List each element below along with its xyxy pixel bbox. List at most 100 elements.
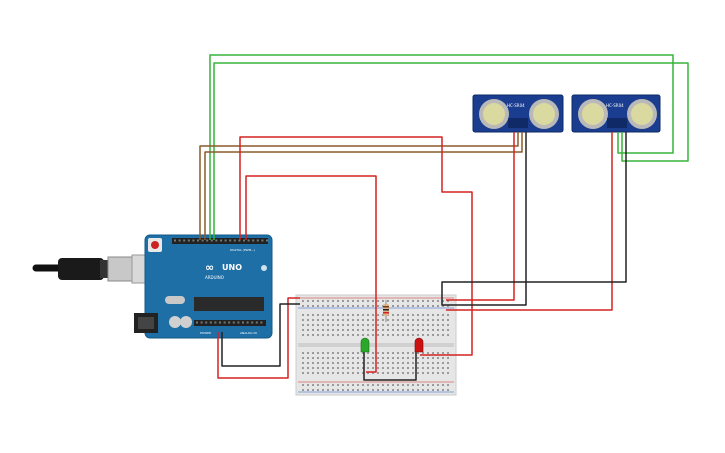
breadboard-hole[interactable] [437, 352, 439, 354]
breadboard-hole[interactable] [447, 389, 449, 391]
breadboard-hole[interactable] [352, 319, 354, 321]
breadboard-hole[interactable] [437, 314, 439, 316]
header-pin[interactable] [209, 321, 212, 324]
breadboard-hole[interactable] [417, 362, 419, 364]
breadboard-hole[interactable] [432, 300, 434, 302]
breadboard-hole[interactable] [427, 372, 429, 374]
breadboard-hole[interactable] [312, 367, 314, 369]
header-pin[interactable] [256, 239, 259, 242]
breadboard-hole[interactable] [332, 362, 334, 364]
breadboard-hole[interactable] [397, 305, 399, 307]
green-wire-1[interactable] [209, 54, 674, 240]
green-wire-2[interactable] [213, 62, 689, 240]
brown-wire-2[interactable] [204, 132, 523, 240]
breadboard-hole[interactable] [302, 357, 304, 359]
breadboard-hole[interactable] [397, 389, 399, 391]
resistor[interactable] [383, 300, 389, 322]
breadboard-hole[interactable] [332, 384, 334, 386]
breadboard-hole[interactable] [392, 389, 394, 391]
breadboard-hole[interactable] [407, 319, 409, 321]
breadboard-hole[interactable] [382, 367, 384, 369]
breadboard-hole[interactable] [412, 334, 414, 336]
breadboard-hole[interactable] [397, 384, 399, 386]
breadboard-hole[interactable] [382, 362, 384, 364]
breadboard-hole[interactable] [442, 305, 444, 307]
breadboard-hole[interactable] [402, 372, 404, 374]
breadboard-hole[interactable] [302, 329, 304, 331]
header-pin[interactable] [187, 239, 190, 242]
usb-cable[interactable] [32, 254, 159, 284]
breadboard-hole[interactable] [352, 384, 354, 386]
breadboard-hole[interactable] [397, 324, 399, 326]
breadboard-hole[interactable] [417, 319, 419, 321]
breadboard-hole[interactable] [317, 389, 319, 391]
breadboard-hole[interactable] [362, 305, 364, 307]
breadboard-hole[interactable] [317, 305, 319, 307]
breadboard-hole[interactable] [302, 372, 304, 374]
breadboard-hole[interactable] [352, 324, 354, 326]
breadboard-hole[interactable] [372, 367, 374, 369]
breadboard-hole[interactable] [397, 352, 399, 354]
breadboard-hole[interactable] [337, 362, 339, 364]
breadboard-hole[interactable] [307, 357, 309, 359]
breadboard-hole[interactable] [302, 384, 304, 386]
breadboard-hole[interactable] [392, 314, 394, 316]
breadboard-hole[interactable] [437, 389, 439, 391]
breadboard-hole[interactable] [392, 372, 394, 374]
breadboard-hole[interactable] [387, 352, 389, 354]
breadboard-hole[interactable] [312, 362, 314, 364]
breadboard-hole[interactable] [402, 367, 404, 369]
breadboard-hole[interactable] [322, 372, 324, 374]
breadboard-hole[interactable] [347, 324, 349, 326]
header-pin[interactable] [210, 239, 213, 242]
breadboard-hole[interactable] [327, 305, 329, 307]
breadboard-hole[interactable] [382, 329, 384, 331]
header-pin[interactable] [197, 239, 199, 242]
breadboard-hole[interactable] [337, 389, 339, 391]
breadboard-hole[interactable] [447, 319, 449, 321]
breadboard-hole[interactable] [427, 357, 429, 359]
breadboard-hole[interactable] [307, 367, 309, 369]
breadboard-hole[interactable] [392, 362, 394, 364]
breadboard-hole[interactable] [367, 384, 369, 386]
header-pin[interactable] [200, 321, 203, 324]
breadboard-hole[interactable] [432, 352, 434, 354]
header-pin[interactable] [232, 321, 235, 324]
header-pin[interactable] [247, 239, 250, 242]
breadboard-hole[interactable] [432, 305, 434, 307]
breadboard-hole[interactable] [397, 329, 399, 331]
reset-button[interactable] [151, 241, 159, 249]
breadboard-hole[interactable] [392, 384, 394, 386]
breadboard-hole[interactable] [377, 357, 379, 359]
breadboard-hole[interactable] [437, 372, 439, 374]
breadboard-hole[interactable] [332, 389, 334, 391]
breadboard-hole[interactable] [342, 357, 344, 359]
breadboard-hole[interactable] [307, 389, 309, 391]
red-wire-led[interactable] [239, 136, 473, 356]
breadboard-hole[interactable] [367, 362, 369, 364]
header-pin[interactable] [214, 321, 217, 324]
breadboard-hole[interactable] [362, 319, 364, 321]
breadboard-hole[interactable] [447, 324, 449, 326]
breadboard-hole[interactable] [442, 389, 444, 391]
breadboard-hole[interactable] [357, 305, 359, 307]
breadboard-hole[interactable] [332, 300, 334, 302]
breadboard-hole[interactable] [342, 362, 344, 364]
breadboard-hole[interactable] [372, 352, 374, 354]
header-pin[interactable] [220, 239, 222, 242]
breadboard-hole[interactable] [322, 319, 324, 321]
breadboard-hole[interactable] [432, 367, 434, 369]
breadboard-hole[interactable] [347, 300, 349, 302]
breadboard-hole[interactable] [367, 357, 369, 359]
breadboard-hole[interactable] [432, 384, 434, 386]
breadboard-hole[interactable] [432, 314, 434, 316]
breadboard-hole[interactable] [372, 314, 374, 316]
header-pin[interactable] [178, 239, 181, 242]
breadboard-hole[interactable] [317, 314, 319, 316]
breadboard-hole[interactable] [377, 372, 379, 374]
breadboard-hole[interactable] [392, 334, 394, 336]
header-pin[interactable] [224, 239, 227, 242]
breadboard-hole[interactable] [427, 305, 429, 307]
breadboard-hole[interactable] [402, 324, 404, 326]
breadboard-hole[interactable] [447, 334, 449, 336]
